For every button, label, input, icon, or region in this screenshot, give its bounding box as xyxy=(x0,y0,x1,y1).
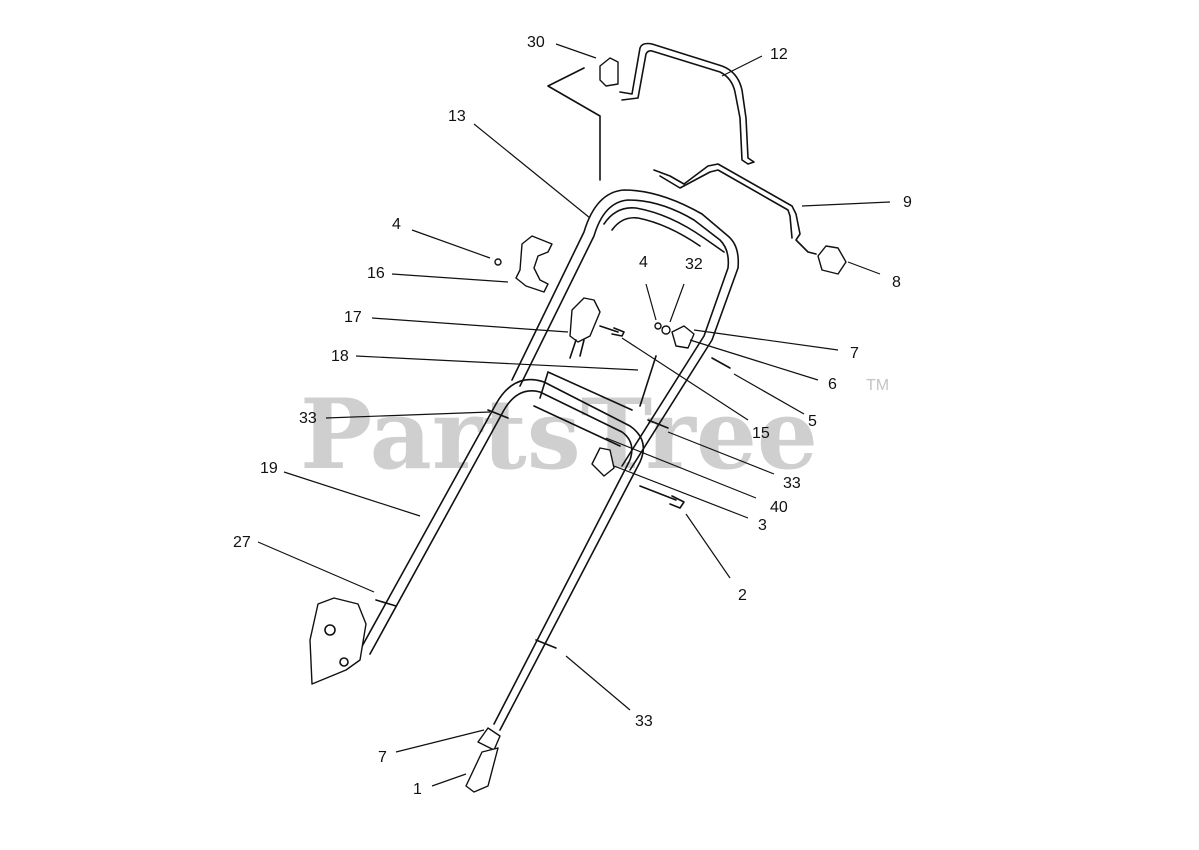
leader-3 xyxy=(613,465,749,519)
leader-33c xyxy=(565,655,631,711)
leader-7a xyxy=(693,329,839,351)
callout-30: 30 xyxy=(527,34,545,51)
leader-8 xyxy=(847,261,881,275)
watermark: PartsTree TM xyxy=(300,377,889,491)
leader-6 xyxy=(689,339,819,381)
leader-1 xyxy=(431,773,467,787)
part-32-washer xyxy=(661,325,671,335)
part-30-clip xyxy=(599,57,619,87)
part-7-clamp-lower xyxy=(477,727,501,751)
part-27-hole-b xyxy=(339,657,349,667)
part-33-spacer-left xyxy=(487,409,509,419)
callout-7b: 7 xyxy=(378,749,387,766)
callout-7a: 7 xyxy=(850,345,859,362)
part-16-knob xyxy=(515,235,553,293)
leader-30 xyxy=(555,43,597,59)
part-27-side-plate xyxy=(309,597,367,685)
callout-15: 15 xyxy=(752,425,770,442)
callout-27: 27 xyxy=(233,534,251,551)
part-13-upper-handle xyxy=(511,189,740,471)
part-8-bracket xyxy=(817,245,847,275)
part-2-bolt xyxy=(639,485,685,509)
part-17-cable-guide xyxy=(569,297,601,343)
leader-13 xyxy=(473,123,591,219)
part-33-spacer-middle xyxy=(647,419,669,429)
callout-18: 18 xyxy=(331,348,349,365)
part-18-rod xyxy=(639,355,657,407)
callout-3: 3 xyxy=(758,517,767,534)
callout-6: 6 xyxy=(828,376,837,393)
callout-16: 16 xyxy=(367,265,385,282)
leader-12 xyxy=(721,55,763,77)
callout-4a: 4 xyxy=(392,216,401,233)
callout-5: 5 xyxy=(808,413,817,430)
part-12-bail xyxy=(619,42,755,165)
part-15-bolt xyxy=(599,325,625,337)
part-1-end-cap xyxy=(465,747,499,793)
leader-7b xyxy=(395,729,485,753)
leader-18 xyxy=(355,355,639,371)
reference-line-30 xyxy=(547,67,601,181)
callout-8: 8 xyxy=(892,274,901,291)
leader-27 xyxy=(257,541,375,593)
callout-1: 1 xyxy=(413,781,422,798)
part-19-inner-brace xyxy=(533,371,633,447)
callout-19: 19 xyxy=(260,460,278,477)
callout-33b: 33 xyxy=(783,475,801,492)
leader-19 xyxy=(283,471,421,517)
callout-33c: 33 xyxy=(635,713,653,730)
callout-13: 13 xyxy=(448,108,466,125)
leader-17 xyxy=(371,317,569,333)
callout-17: 17 xyxy=(344,309,362,326)
callout-32: 32 xyxy=(685,256,703,273)
leader-lines xyxy=(257,43,891,787)
part-13-cross-brace-inner xyxy=(611,216,701,247)
callout-4b: 4 xyxy=(639,254,648,271)
watermark-text: PartsTree xyxy=(300,378,818,491)
leader-2 xyxy=(685,513,731,579)
leader-4a xyxy=(411,229,491,259)
leader-32 xyxy=(669,283,685,323)
watermark-trademark: TM xyxy=(866,377,889,394)
callout-40: 40 xyxy=(770,499,788,516)
callout-9: 9 xyxy=(903,194,912,211)
part-4-nut-right xyxy=(654,322,662,330)
part-5-screw xyxy=(711,357,731,369)
part-27-clip xyxy=(375,599,397,607)
part-4-nut-left xyxy=(494,258,502,266)
part-9-cable xyxy=(653,163,817,255)
leader-33b xyxy=(667,431,775,475)
part-17-lever xyxy=(569,339,585,359)
part-33-spacer-lower xyxy=(535,639,557,649)
leader-9 xyxy=(801,201,891,207)
leader-4b xyxy=(645,283,657,321)
part-13-cross-brace xyxy=(603,207,725,253)
leader-40 xyxy=(605,437,757,499)
leader-15 xyxy=(621,337,749,421)
callout-labels: 30 12 13 9 4 8 16 4 32 17 7 18 6 33 5 15… xyxy=(233,34,912,798)
callout-12: 12 xyxy=(770,46,788,63)
part-3-knob xyxy=(591,447,615,477)
leader-33a xyxy=(325,411,491,419)
part-7-clamp-upper xyxy=(671,325,695,349)
leader-5 xyxy=(733,373,805,415)
part-27-hole-a xyxy=(324,624,336,636)
callout-33a: 33 xyxy=(299,410,317,427)
leader-16 xyxy=(391,273,509,283)
parts-drawing xyxy=(309,42,847,793)
callout-2: 2 xyxy=(738,587,747,604)
